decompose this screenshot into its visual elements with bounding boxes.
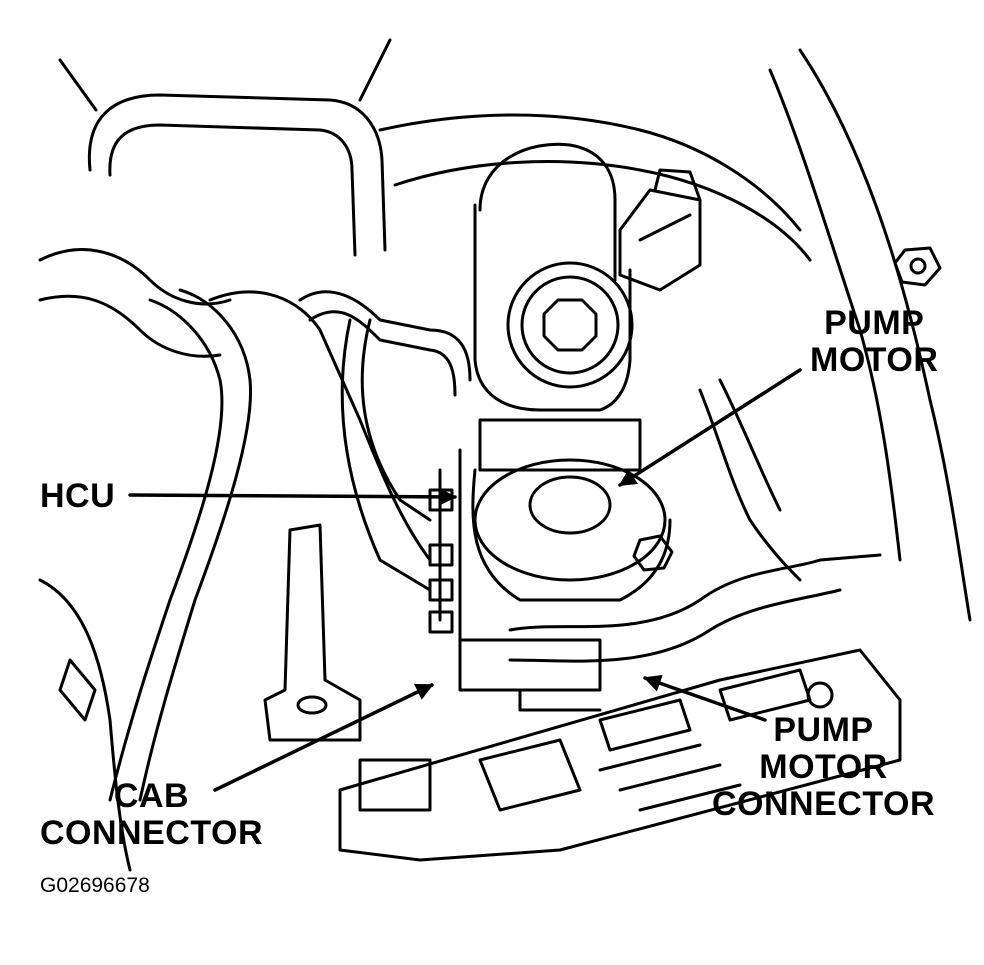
hcu-assembly xyxy=(428,142,672,642)
pump-motor-connector-label-line2: MOTOR xyxy=(759,748,888,786)
fender-bolt xyxy=(893,246,942,287)
mounting-bracket xyxy=(263,523,362,742)
hcu-label: HCU xyxy=(40,478,115,515)
pump-motor-label-line1: PUMP xyxy=(824,304,925,342)
cab-connector-arrow xyxy=(213,683,434,792)
pump-motor-connector-label-line1: PUMP xyxy=(773,711,874,749)
left-hoses xyxy=(38,248,253,872)
pump-motor-connector-arrow xyxy=(643,674,767,722)
cab-connector-label-line1: CAB xyxy=(113,777,190,815)
cab-connector-label-line2: CONNECTOR xyxy=(40,814,263,852)
top-connector xyxy=(618,168,702,292)
junction-box xyxy=(338,648,902,862)
callout-arrows xyxy=(128,368,802,792)
hcu-label-text: HCU xyxy=(40,477,116,515)
figure-id: G02696678 xyxy=(40,874,150,897)
pump-motor-label-line2: MOTOR xyxy=(810,341,939,379)
hcu-arrow xyxy=(128,488,457,506)
wiring-harness xyxy=(508,378,882,663)
cab-connector-label: CAB CONNECTOR xyxy=(40,778,263,852)
pump-motor-connector-body xyxy=(458,638,602,712)
motor-bolt xyxy=(632,534,674,572)
upper-hose xyxy=(58,38,392,257)
pump-motor-label: PUMP MOTOR xyxy=(810,305,938,379)
pump-motor-connector-label-line3: CONNECTOR xyxy=(712,785,935,823)
brake-lines xyxy=(208,290,472,592)
fender-outline xyxy=(378,48,972,622)
pump-motor-arrow xyxy=(618,368,802,487)
pump-motor-connector-label: PUMP MOTOR CONNECTOR xyxy=(712,712,935,823)
